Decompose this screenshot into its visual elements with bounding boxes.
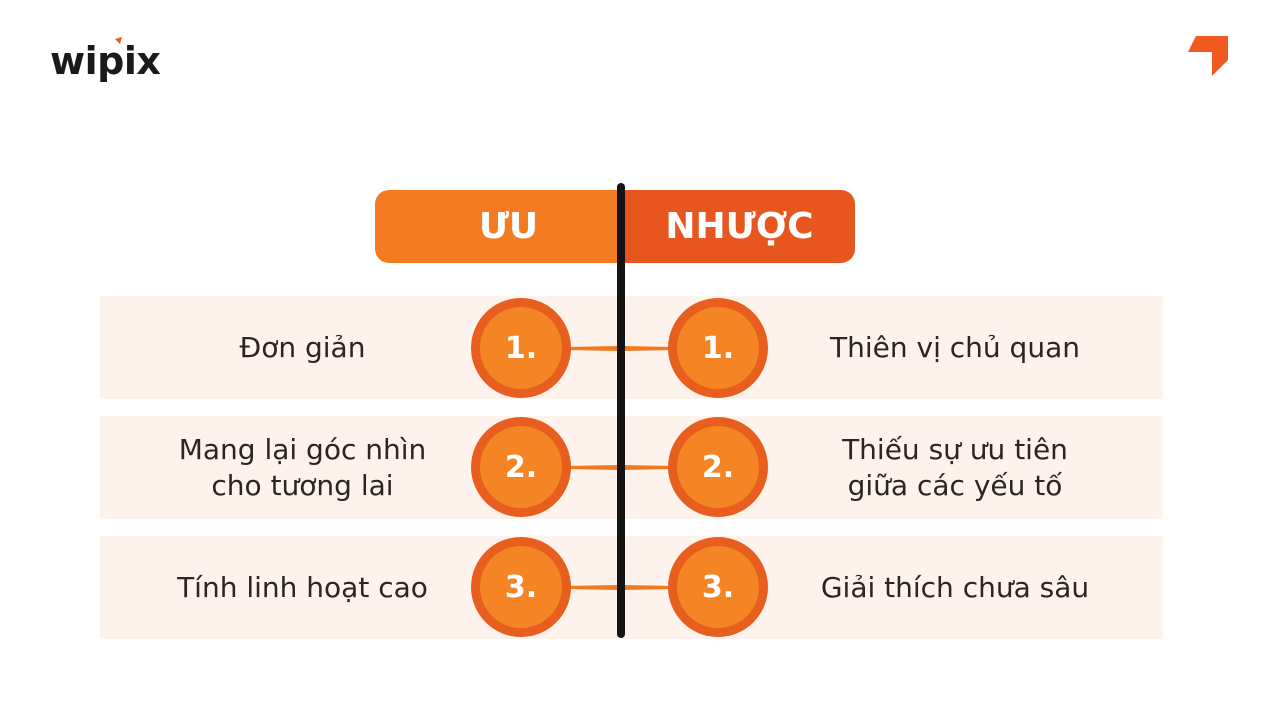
- pro-item-3: Tính linh hoạt cao: [177, 570, 428, 604]
- con-item-3: Giải thích chưa sâu: [820, 570, 1090, 604]
- connector-left-3: [565, 585, 619, 590]
- con-item-2: Thiếu sự ưu tiên giữa các yếu tố: [842, 432, 1068, 502]
- con-number-badge-1: 1.: [668, 298, 768, 398]
- connector-left-2: [565, 465, 619, 470]
- pros-cons-header: ƯU NHƯỢC: [375, 190, 855, 263]
- wipix-logo: wipix: [50, 37, 161, 84]
- con-number-badge-2: 2.: [668, 417, 768, 517]
- logo-accent-icon: [115, 37, 122, 44]
- pros-header: ƯU: [375, 190, 624, 263]
- pro-item-1: Đơn giản: [239, 330, 366, 364]
- pro-number-badge-2: 2.: [471, 417, 571, 517]
- comparison-row-2: Mang lại góc nhìn cho tương lai Thiếu sự…: [100, 416, 1163, 519]
- pro-item-2: Mang lại góc nhìn cho tương lai: [178, 432, 427, 502]
- connector-right-1: [623, 346, 677, 351]
- cons-header: NHƯỢC: [624, 190, 855, 263]
- con-item-1: Thiên vị chủ quan: [830, 330, 1080, 364]
- con-number-badge-3: 3.: [668, 537, 768, 637]
- logo-text: wipix: [50, 39, 161, 83]
- pro-number-badge-3: 3.: [471, 537, 571, 637]
- connector-right-3: [623, 585, 677, 590]
- pro-number-badge-1: 1.: [471, 298, 571, 398]
- connector-left-1: [565, 346, 619, 351]
- orange-arrow-corner-icon: [1188, 36, 1228, 76]
- connector-right-2: [623, 465, 677, 470]
- center-divider-line: [617, 183, 625, 638]
